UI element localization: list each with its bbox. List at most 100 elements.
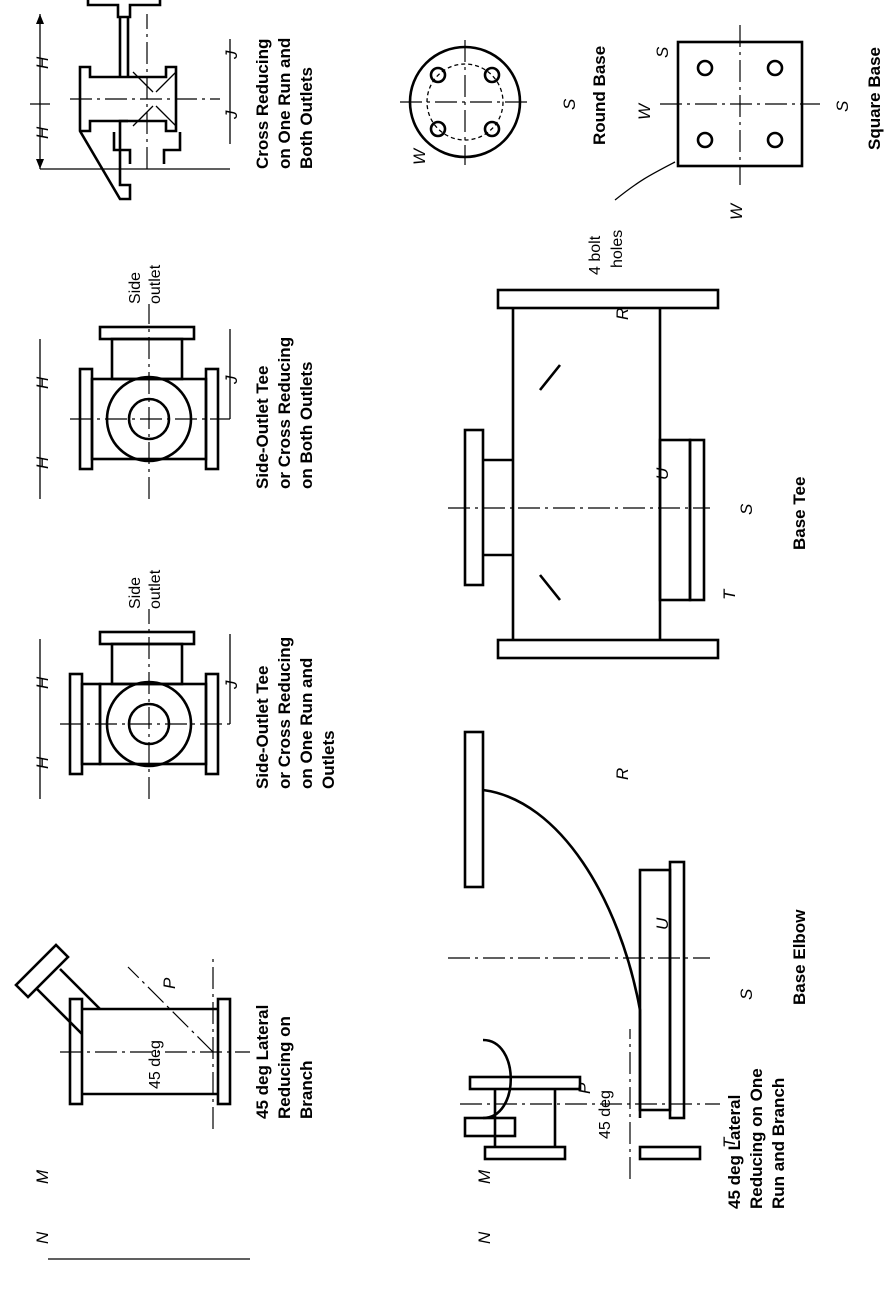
- cross-body: [78, 0, 178, 201]
- be-base-plate: [668, 860, 686, 1120]
- round-base-figure: W S Round Base: [400, 40, 609, 165]
- rb-hole-2: [483, 66, 501, 84]
- lateral-branch-figure: 45 deg P M N 45 deg Lateral Reducing on …: [14, 943, 316, 1260]
- bt-base-stand: [658, 438, 692, 602]
- bt-dim-U: U: [653, 467, 672, 480]
- sb-dim-W-bottom: W: [727, 202, 746, 220]
- cross-flange-b: [112, 132, 182, 164]
- cross-caption-1: Cross Reducing: [253, 39, 272, 169]
- soo-caption-3: on One Run and: [297, 658, 316, 789]
- sb-hole-3: [696, 131, 714, 149]
- lrb-caption-2: Reducing on One: [747, 1068, 766, 1209]
- be-caption: Base Elbow: [790, 909, 809, 1005]
- lrb-dim-M: M: [475, 1169, 494, 1184]
- lrb-caption-1: 45 deg Lateral: [725, 1095, 744, 1209]
- be-flange-top: [463, 730, 485, 889]
- rb-hole-3: [429, 120, 447, 138]
- lb-caption-2: Reducing on: [275, 1016, 294, 1119]
- bt-base-plate: [688, 438, 706, 602]
- lb-centerline-branch: [127, 966, 214, 1053]
- be-inner-curve: [482, 1038, 512, 1120]
- bt-flange-left: [496, 638, 720, 660]
- cross-arrow-2: [36, 14, 44, 24]
- bt-flange-right: [496, 288, 720, 310]
- sb-dim-S-side: S: [833, 100, 852, 112]
- be-outer-curve: [482, 788, 642, 1118]
- cross-caption-2: on One Run and: [275, 38, 294, 169]
- sb-dim-W-top: W: [635, 102, 654, 120]
- rb-hole-4: [483, 120, 501, 138]
- lb-caption-1: 45 deg Lateral: [253, 1005, 272, 1119]
- soo-branch-flange: [98, 630, 196, 646]
- be-dim-R: R: [613, 768, 632, 780]
- lateral-run-branch-figure: 45 deg P M N 45 deg Lateral Reducing on …: [460, 1029, 788, 1244]
- sob-note-1: Side: [127, 272, 144, 304]
- lrb-flange-right: [638, 1145, 702, 1161]
- rb-hole-1: [429, 66, 447, 84]
- bt-body: [483, 308, 662, 640]
- soo-dim-H1: H: [33, 756, 52, 769]
- be-flange-bottom: [463, 1116, 517, 1138]
- sb-hole-4: [766, 131, 784, 149]
- be-dim-T: T: [720, 1136, 739, 1148]
- bolt-holes-note-2: holes: [609, 230, 626, 268]
- soo-caption-2: or Cross Reducing: [275, 637, 294, 789]
- bt-internals: [538, 364, 562, 601]
- cross-flange-a: [80, 119, 128, 133]
- side-outlet-one-figure: H H J Side outlet Side-Outlet Tee or Cro…: [33, 569, 338, 799]
- bt-dim-T: T: [720, 588, 739, 600]
- rb-caption: Round Base: [590, 46, 609, 145]
- bt-dim-S: S: [737, 503, 756, 515]
- lrb-flange-left: [483, 1145, 567, 1161]
- sob-caption-2: or Cross Reducing: [275, 337, 294, 489]
- bolt-holes-leader: [614, 161, 676, 201]
- soo-dim-J: J: [222, 680, 241, 690]
- soo-dim-H2: H: [33, 676, 52, 689]
- sob-dim-H2: H: [33, 376, 52, 389]
- bt-caption: Base Tee: [790, 477, 809, 550]
- cross-dim-J1: J: [222, 110, 241, 120]
- lrb-dim-P: P: [575, 1082, 594, 1094]
- cross-internals: [132, 71, 177, 127]
- cross-dim-H2: H: [33, 56, 52, 69]
- soo-caption-1: Side-Outlet Tee: [253, 666, 272, 789]
- cross-caption-3: Both Outlets: [297, 67, 316, 169]
- cross-arrow-1: [36, 159, 44, 169]
- base-tee-figure: R U S T Base Tee: [448, 288, 809, 660]
- sob-dim-H1: H: [33, 456, 52, 469]
- soo-note-2: outlet: [147, 569, 164, 609]
- be-dim-S: S: [737, 988, 756, 1000]
- sob-branch-flange: [98, 325, 196, 341]
- square-base-figure: S S W W 4 bolt holes Square Base: [587, 25, 884, 275]
- lrb-caption-3: Run and Branch: [769, 1078, 788, 1209]
- be-dim-U: U: [653, 917, 672, 930]
- sb-hole-2: [766, 59, 784, 77]
- sb-caption: Square Base: [865, 47, 884, 150]
- bolt-holes-note-1: 4 bolt: [587, 235, 604, 275]
- lrb-flange-bottom: [468, 1075, 582, 1091]
- side-outlet-both-figure: H H J Side outlet Side-Outlet Tee or Cro…: [33, 264, 316, 499]
- sob-caption-1: Side-Outlet Tee: [253, 366, 272, 489]
- bt-dim-R: R: [613, 308, 632, 320]
- sb-hole-1: [696, 59, 714, 77]
- lb-run: [82, 1007, 218, 1096]
- soo-caption-4: Outlets: [319, 730, 338, 789]
- cross-dim-J2: J: [222, 50, 241, 60]
- lb-branch: [36, 968, 101, 1035]
- sob-dim-J: J: [222, 375, 241, 385]
- rb-dim-S: S: [560, 98, 579, 110]
- lb-dim-M: M: [33, 1169, 52, 1184]
- lrb-angle: 45 deg: [597, 1090, 614, 1139]
- cross-reducing-figure: H H J J Cross Reducing on One Run and Bo…: [30, 0, 316, 201]
- cross-dim-H1: H: [33, 126, 52, 139]
- sb-dim-S-top: S: [653, 46, 672, 58]
- rb-dim-W: W: [410, 147, 429, 165]
- soo-note-1: Side: [127, 577, 144, 609]
- sob-caption-3: on Both Outlets: [297, 362, 316, 489]
- lrb-dim-N: N: [475, 1231, 494, 1244]
- lb-dim-N: N: [33, 1231, 52, 1244]
- lb-angle: 45 deg: [147, 1040, 164, 1089]
